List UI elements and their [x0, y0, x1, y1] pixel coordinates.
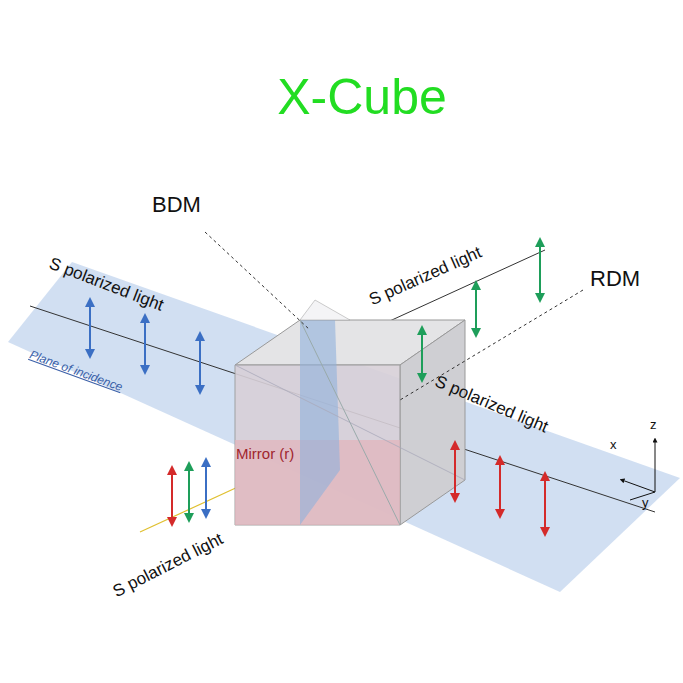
beam-label: S polarized light — [110, 530, 226, 600]
red-polarization-arrows — [455, 445, 545, 532]
input-polarization-arrows — [172, 462, 206, 522]
part-label: RDM — [590, 268, 640, 290]
beam-label: S polarized light — [367, 244, 484, 309]
leader-line — [400, 290, 583, 400]
axis-label: z — [650, 418, 657, 431]
x-cube — [235, 300, 465, 525]
part-label: BDM — [152, 194, 201, 216]
leader-line — [205, 232, 310, 330]
axis-label: x — [610, 438, 617, 451]
mirror-label: Mirror (r) — [236, 446, 294, 461]
axis-label: y — [642, 496, 649, 509]
coordinate-axes — [622, 440, 655, 500]
title: X-Cube — [277, 72, 447, 122]
plane-of-incidence — [8, 262, 680, 592]
